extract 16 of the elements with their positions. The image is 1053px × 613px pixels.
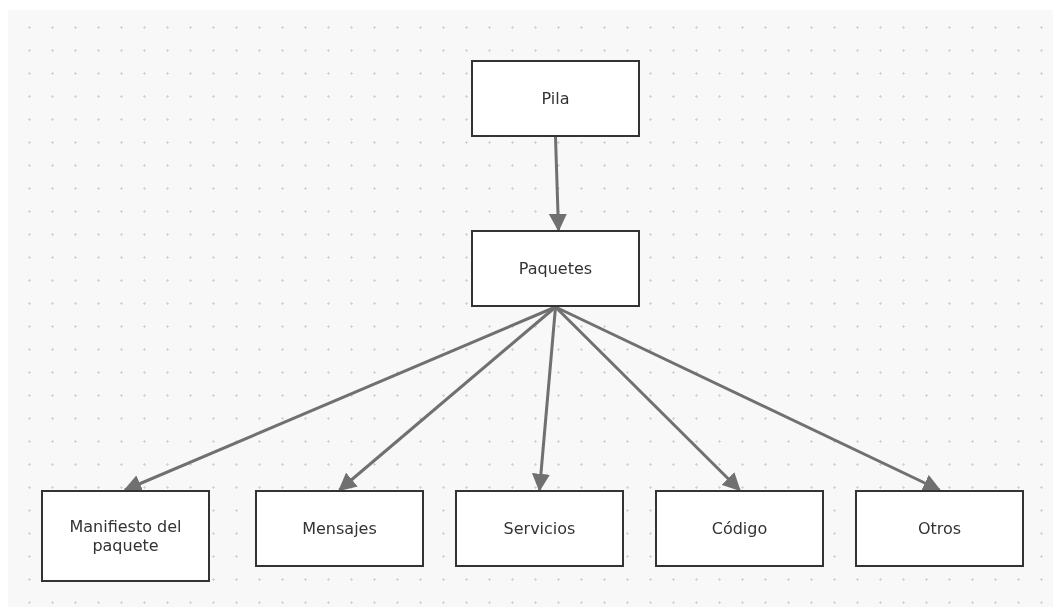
arrow (549, 136, 567, 232)
process-box (455, 490, 624, 567)
process-box (655, 490, 824, 567)
node-label: Pila (541, 89, 570, 108)
process-box (471, 230, 640, 307)
process-box (41, 490, 210, 582)
node-label: Paquetes (518, 259, 593, 278)
node-label: Servicios (503, 519, 576, 538)
process-box (255, 490, 424, 567)
process-box (471, 60, 640, 137)
node-label: Código (711, 519, 768, 538)
process-box (855, 490, 1024, 567)
node-label: Otros (917, 519, 962, 538)
node-label: Manifiesto del paquete (68, 517, 183, 555)
node-label: Mensajes (302, 519, 377, 538)
arrow (531, 306, 557, 492)
